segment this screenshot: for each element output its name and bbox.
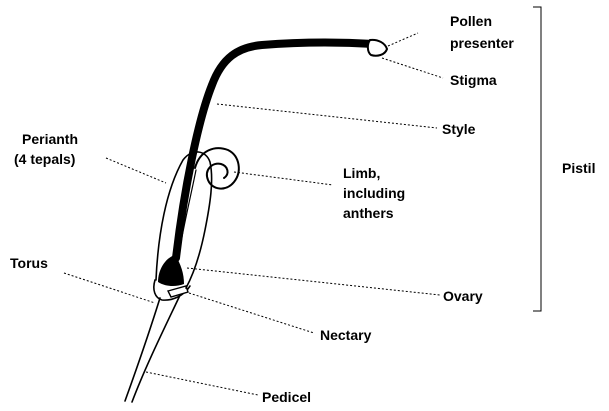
limb-drawing bbox=[195, 148, 239, 188]
limb-leader bbox=[234, 172, 333, 185]
pollen-presenter-leader bbox=[388, 33, 418, 46]
perianth-label-line2: (4 tepals) bbox=[14, 151, 75, 167]
torus-leader bbox=[64, 273, 155, 303]
nectary-label: Nectary bbox=[320, 327, 372, 343]
pedicel-leader bbox=[146, 372, 258, 395]
limb-label-line1: Limb, bbox=[343, 165, 380, 181]
perianth-label-line1: Perianth bbox=[22, 131, 78, 147]
perianth-leader bbox=[106, 158, 166, 183]
style-leader bbox=[217, 104, 437, 128]
ovary-drawing bbox=[158, 255, 184, 286]
limb-label-line2: including bbox=[343, 185, 405, 201]
pollen-presenter-label-line1: Pollen bbox=[450, 13, 492, 29]
pollen-presenter-label-line2: presenter bbox=[450, 35, 514, 51]
pollen-presenter-drawing bbox=[368, 40, 387, 56]
stigma-label: Stigma bbox=[450, 72, 497, 88]
pistil-label: Pistil bbox=[562, 160, 595, 176]
style-label: Style bbox=[442, 121, 476, 137]
limb-label-line3: anthers bbox=[343, 205, 394, 221]
nectary-drawing bbox=[168, 286, 188, 297]
stigma-leader bbox=[382, 58, 443, 78]
nectary-leader bbox=[189, 293, 314, 333]
pistil-bracket bbox=[533, 7, 541, 311]
pollen-presenter-label: Pollen presenter bbox=[450, 13, 514, 51]
limb-label: Limb, including anthers bbox=[343, 165, 409, 221]
pedicel-label: Pedicel bbox=[262, 389, 311, 405]
perianth-label: Perianth (4 tepals) bbox=[14, 131, 82, 167]
pedicel-drawing bbox=[125, 291, 182, 402]
ovary-leader bbox=[187, 268, 440, 295]
torus-label: Torus bbox=[10, 255, 48, 271]
ovary-label: Ovary bbox=[443, 288, 483, 304]
